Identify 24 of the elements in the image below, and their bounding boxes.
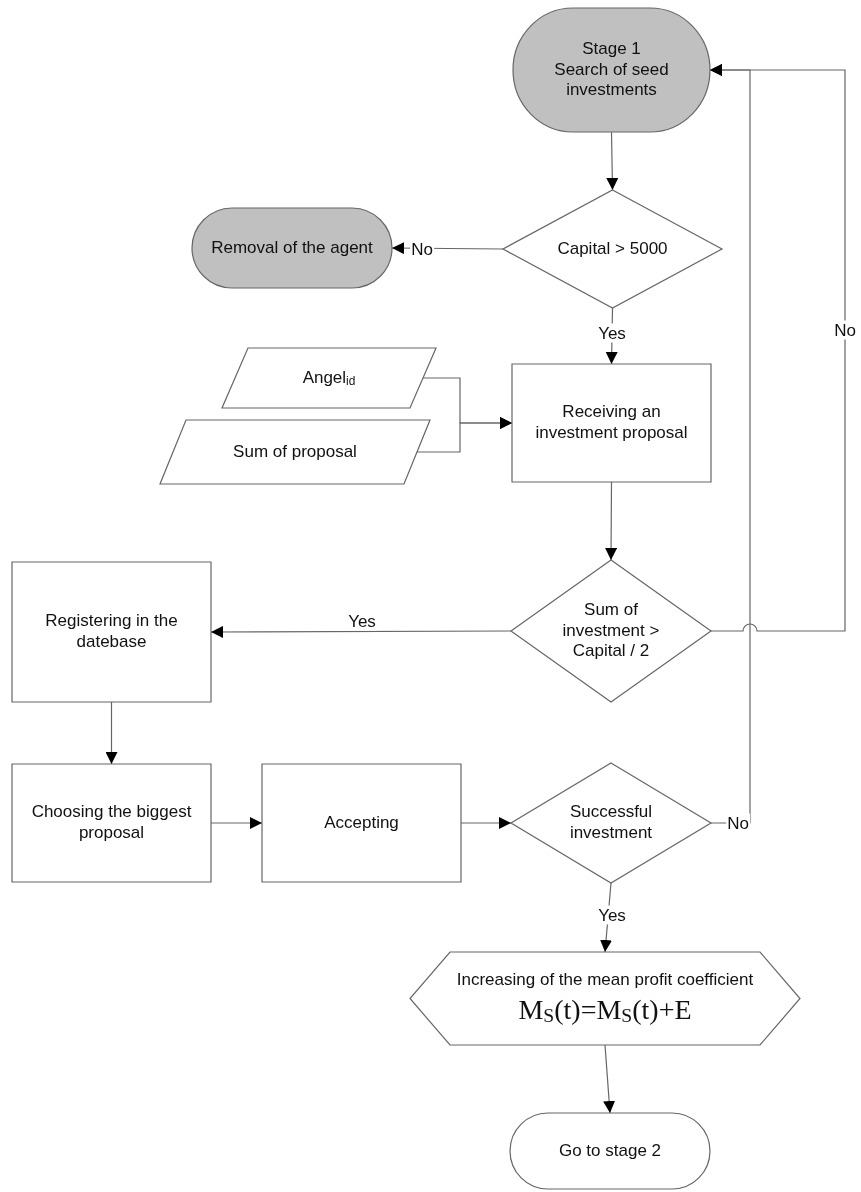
arrow xyxy=(416,417,513,453)
node-label: Registering in the datebase xyxy=(44,611,179,653)
node-label: Accepting xyxy=(324,812,399,834)
arrow xyxy=(105,701,118,765)
node-label: Go to stage 2 xyxy=(558,1140,662,1162)
arrow xyxy=(605,481,618,561)
node-label: Sum of proposal xyxy=(233,441,357,463)
arrow xyxy=(603,1044,616,1114)
node-label: Removal of the agent xyxy=(211,237,373,259)
node-label: Receiving an investment proposal xyxy=(534,402,689,444)
node-label: Successful investment xyxy=(568,802,654,844)
node-label: Stage 1 xyxy=(582,38,641,60)
edge-label: Yes xyxy=(597,323,627,343)
formula: M$_{S}$(t)=M$_{S}$(t)+E xyxy=(518,995,692,1027)
node-label: Increasing of the mean profit coefficient xyxy=(456,970,754,992)
node-label: Sum of investment > Capital / 2 xyxy=(561,599,661,663)
node-label: Angel$_{id}$ xyxy=(302,367,356,389)
node-label: Capital > 5000 xyxy=(557,238,668,260)
edge-label: Yes xyxy=(597,905,627,925)
arrow xyxy=(709,64,751,824)
node-label: Choosing the biggest proposal xyxy=(30,802,193,844)
arrow xyxy=(606,131,619,191)
edge-label: No xyxy=(833,320,857,340)
node-label: Search of seed investments xyxy=(553,59,670,102)
